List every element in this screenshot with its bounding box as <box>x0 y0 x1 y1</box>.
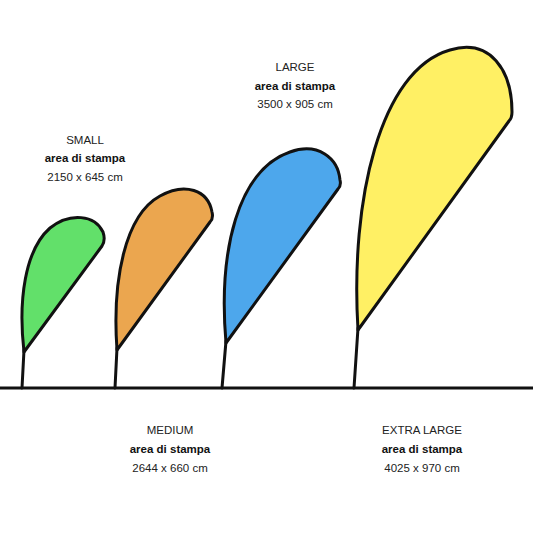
print-area-heading: area di stampa <box>255 79 336 93</box>
print-area-dimension: 2644 x 660 cm <box>132 461 207 475</box>
medium-pole <box>115 348 117 388</box>
print-area-dimension: 3500 x 905 cm <box>257 97 332 111</box>
size-name: MEDIUM <box>147 423 194 437</box>
large-flag <box>224 149 340 343</box>
small-pole <box>22 350 24 388</box>
size-name: LARGE <box>276 60 315 74</box>
print-area-heading: area di stampa <box>382 442 463 456</box>
print-area-heading: area di stampa <box>130 442 211 456</box>
ground-line <box>0 387 533 390</box>
print-area-heading: area di stampa <box>45 151 126 165</box>
medium-flag <box>116 189 212 350</box>
size-name: EXTRA LARGE <box>382 423 462 437</box>
extra-large-pole <box>354 328 358 388</box>
small-flag <box>22 217 104 352</box>
size-name: SMALL <box>66 133 104 147</box>
large-pole <box>222 341 226 388</box>
print-area-dimension: 2150 x 645 cm <box>47 170 122 184</box>
print-area-dimension: 4025 x 970 cm <box>384 461 459 475</box>
extra-large-flag <box>357 47 512 330</box>
